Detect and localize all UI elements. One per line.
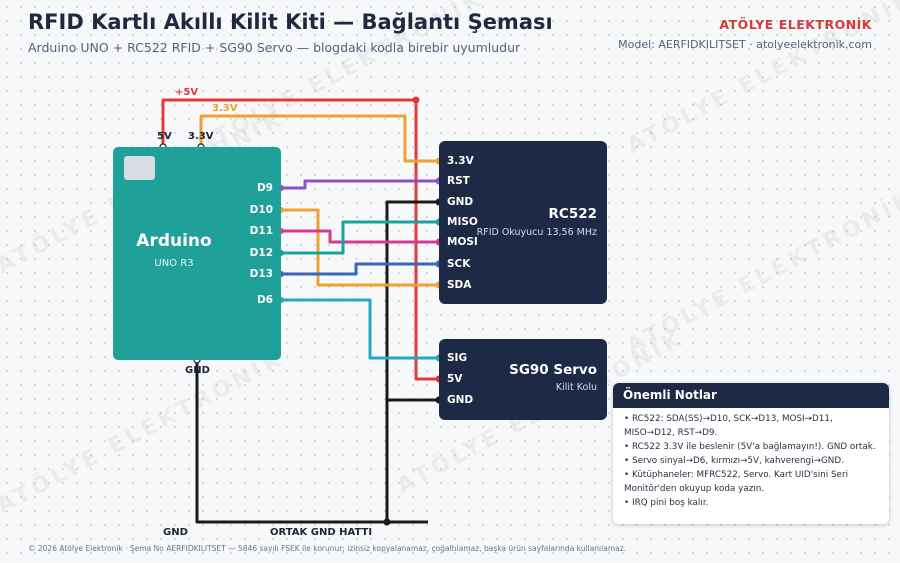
page-subtitle: Arduino UNO + RC522 RFID + SG90 Servo — … [28,40,521,55]
wire-d10-sda [281,208,439,287]
rc522-title: RC522 [548,206,597,222]
arduino-pin-d12: D12 [249,247,273,259]
rc522-pin-3v3: 3.3V [447,155,474,167]
wire-gnd [195,360,428,524]
arduino-pin-d9: D9 [256,182,273,194]
wire-3v3 [199,114,439,163]
servo-pin-5v: 5V [447,373,463,385]
rc522-pin-gnd: GND [447,196,474,208]
rc522-pin-sck: SCK [447,258,471,270]
rc522-module: 3.3V RST GND MISO MOSI SCK SDA RC522 RFI… [439,141,607,304]
servo-title: SG90 Servo [509,362,597,378]
wire-d9-rst [281,179,439,190]
note-item: • RC522 3.3V ile beslenir (5V'a bağlamay… [624,442,876,452]
junction-dots [383,96,420,526]
arduino-pin-5v: 5V [157,131,172,142]
arduino-pin-d11: D11 [249,225,273,237]
rail-5v-label: +5V [175,87,199,98]
usb-connector [124,156,155,180]
notes-title: Önemli Notlar [613,383,889,408]
wire-d6-sig [281,298,439,360]
note-item: • Servo sinyal→D6, kırmızı→5V, kahvereng… [624,456,844,466]
rc522-pin-miso: MISO [447,216,478,228]
brand-logo: ATÖLYE ELEKTRONİK [719,17,872,32]
wire-gnd-rc522 [385,200,439,522]
arduino-pin-gnd: GND [185,365,210,376]
note-item: • IRQ pini boş kalır. [624,498,709,508]
arduino-board: Arduino UNO R3 D9 D10 D11 D12 D13 D6 [113,147,281,360]
rc522-pin-sda: SDA [447,279,472,291]
notes-list: • RC522: SDA(SS)→D10, SCK→D13, MOSI→D11,… [613,408,889,510]
rail-3v3-label: 3.3V [212,103,238,114]
servo-subtitle: Kilit Kolu [555,382,597,393]
footer-copyright: © 2026 Atölye Elektronik · Şema No AERFI… [28,544,627,553]
arduino-pin-d13: D13 [249,268,273,280]
arduino-pin-d10: D10 [249,204,273,216]
wire-d13-sck [281,262,439,276]
servo-pin-gnd: GND [447,394,474,406]
arduino-name: Arduino [136,231,212,251]
servo-pin-sig: SIG [447,352,468,364]
wire-d11-mosi [281,229,439,244]
arduino-model: UNO R3 [154,258,194,269]
servo-module: SIG 5V GND SG90 Servo Kilit Kolu [439,339,607,420]
arduino-pin-3v3: 3.3V [188,131,214,142]
page-title: RFID Kartlı Akıllı Kilit Kiti — Bağlantı… [28,10,553,34]
wire-d12-miso [281,220,439,255]
rc522-pin-mosi: MOSI [447,236,478,248]
note-item: • RC522: SDA(SS)→D10, SCK→D13, MOSI→D11,… [624,414,833,438]
rc522-subtitle: RFID Okuyucu 13,56 MHz [476,227,597,238]
arduino-pin-d6: D6 [256,294,273,306]
note-item: • Kütüphaneler: MFRC522, Servo. Kart UID… [624,470,849,494]
rc522-pin-rst: RST [447,175,470,187]
notes-panel: Önemli Notlar • RC522: SDA(SS)→D10, SCK→… [613,383,889,524]
common-gnd-label: ORTAK GND HATTI [270,527,373,538]
model-info: Model: AERFIDKILITSET · atolyeelektronik… [618,38,872,51]
gnd-rail-label: GND [163,527,188,538]
